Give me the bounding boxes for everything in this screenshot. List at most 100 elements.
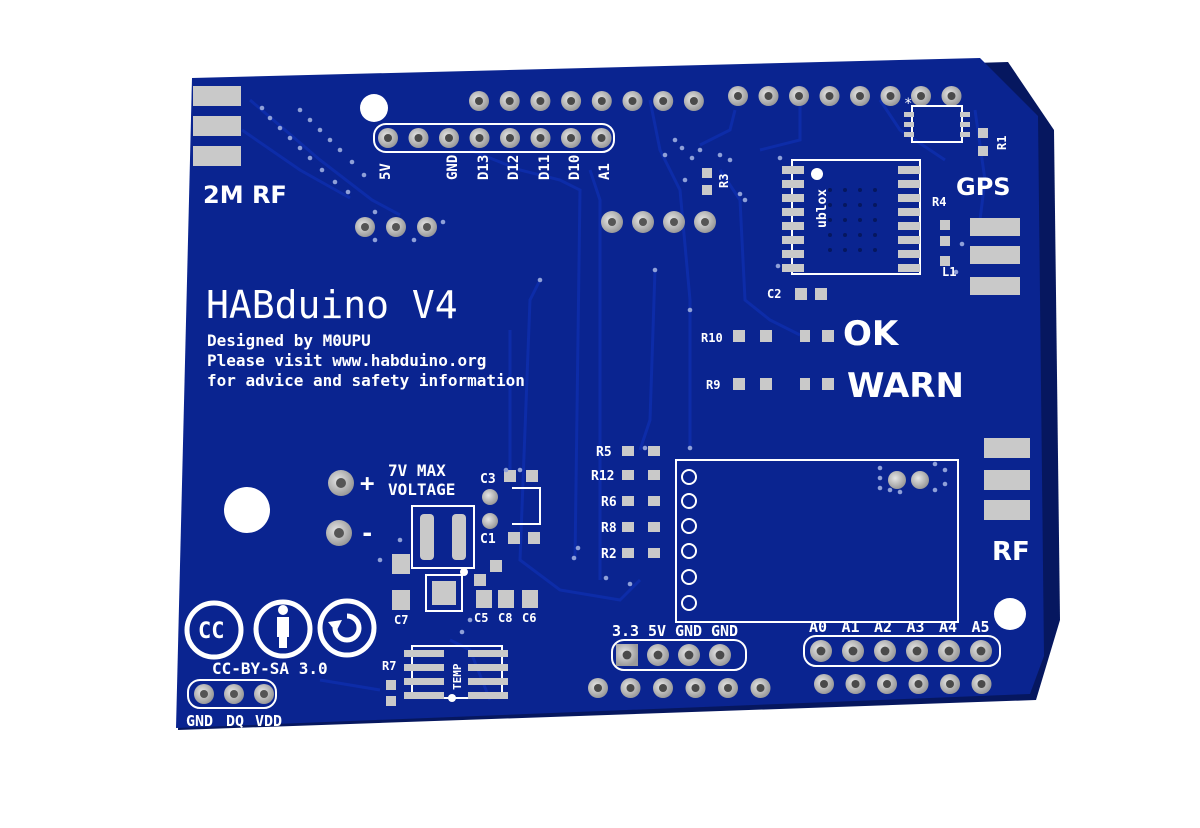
power-label-2: GND	[675, 622, 702, 640]
license-label: CC-BY-SA 3.0	[212, 659, 328, 678]
label-r3: R3	[717, 174, 731, 188]
sensor-label-gnd: GND	[186, 712, 213, 730]
pin-hole	[659, 97, 668, 105]
pin-hole	[628, 97, 637, 105]
header-label-a1: A1	[597, 163, 613, 180]
label-r6: R6	[601, 495, 617, 510]
via	[361, 172, 367, 178]
voltage-warning-1: 7V MAX	[388, 461, 446, 480]
radio-module	[675, 459, 959, 623]
power-label-0: 3.3	[612, 622, 639, 640]
pin-hole	[912, 646, 922, 656]
label-c2: C2	[767, 287, 781, 301]
pin-hole	[724, 684, 732, 692]
top-right-pins	[469, 86, 962, 111]
credit-line-1: Designed by M0UPU	[207, 331, 371, 350]
via	[307, 155, 313, 161]
via	[942, 467, 948, 473]
power-header-pins	[616, 644, 731, 666]
via	[575, 545, 581, 551]
pin-hole	[976, 646, 986, 656]
pin-hole	[506, 134, 514, 142]
pin-hole	[691, 684, 700, 692]
via	[687, 307, 693, 313]
header-label-5v: 5V	[378, 163, 394, 180]
pin-hole	[597, 97, 606, 105]
rf-2m-pads	[193, 86, 241, 166]
pin-hole	[475, 134, 484, 142]
pin-hole	[536, 134, 545, 142]
mounting-holes	[224, 94, 1026, 630]
via	[777, 155, 783, 161]
ublox-label: ublox	[815, 189, 830, 228]
label-l1: L1	[942, 265, 956, 279]
via	[277, 125, 283, 131]
pin-hole	[384, 134, 392, 142]
via	[679, 145, 685, 151]
header-label-d12: D12	[506, 155, 522, 180]
analog-header-outline	[803, 635, 1001, 667]
via	[377, 557, 383, 563]
via	[337, 147, 343, 153]
analog-label-a2: A2	[874, 618, 892, 636]
pin-hole	[505, 97, 514, 105]
label-c1: C1	[480, 532, 496, 547]
pin-hole	[917, 92, 925, 100]
sensor-header	[187, 679, 277, 709]
label-c6: C6	[522, 611, 536, 625]
label-r1: R1	[995, 136, 1009, 150]
label-c7: C7	[394, 613, 408, 627]
pin-hole	[622, 650, 632, 660]
header-label-gnd: GND	[445, 155, 461, 180]
via	[332, 179, 338, 185]
pin-hole	[880, 646, 890, 656]
via	[897, 489, 903, 495]
via	[717, 152, 723, 158]
via	[503, 467, 509, 473]
via	[877, 485, 883, 491]
power-label-3: GND	[711, 622, 738, 640]
via	[932, 461, 938, 467]
eeprom-chip	[904, 105, 970, 143]
pin-hole	[659, 684, 667, 692]
via	[297, 107, 303, 113]
sensor-label-dq: DQ	[226, 712, 244, 730]
pin-hole	[536, 97, 545, 105]
board-title: HABduino V4	[206, 283, 458, 327]
pin-hole	[594, 684, 602, 692]
header-label-d10: D10	[567, 155, 583, 180]
via	[742, 197, 748, 203]
label-r12: R12	[591, 469, 614, 484]
via	[319, 167, 325, 173]
analog-label-a1: A1	[842, 618, 860, 636]
pin-hole	[848, 646, 858, 656]
star-marker: *	[904, 96, 912, 112]
power-label-1: 5V	[648, 622, 666, 640]
via	[467, 617, 473, 623]
rf-antenna-pads	[984, 438, 1030, 520]
via	[287, 135, 293, 141]
plus-label: +	[360, 469, 374, 497]
pin-hole	[914, 680, 923, 688]
ublox-gps-module	[782, 159, 921, 275]
via	[737, 191, 743, 197]
pin-hole	[689, 97, 698, 105]
label-c5: C5	[474, 611, 488, 625]
analog-label-a4: A4	[939, 618, 957, 636]
via	[537, 277, 543, 283]
analog-header-pins	[810, 640, 992, 662]
pin-hole	[684, 650, 694, 660]
power-regulator	[392, 470, 541, 612]
analog-label-a0: A0	[809, 618, 827, 636]
via	[297, 145, 303, 151]
label-r10: R10	[701, 331, 723, 345]
bottom-row-pins	[588, 674, 992, 698]
rf-label: RF	[992, 537, 1030, 567]
pin-hole	[851, 680, 860, 688]
pin-hole	[795, 92, 803, 100]
pin-hole	[715, 650, 725, 660]
cc-icon-text: CC	[198, 619, 225, 644]
via	[887, 487, 893, 493]
pin-hole	[734, 92, 742, 100]
